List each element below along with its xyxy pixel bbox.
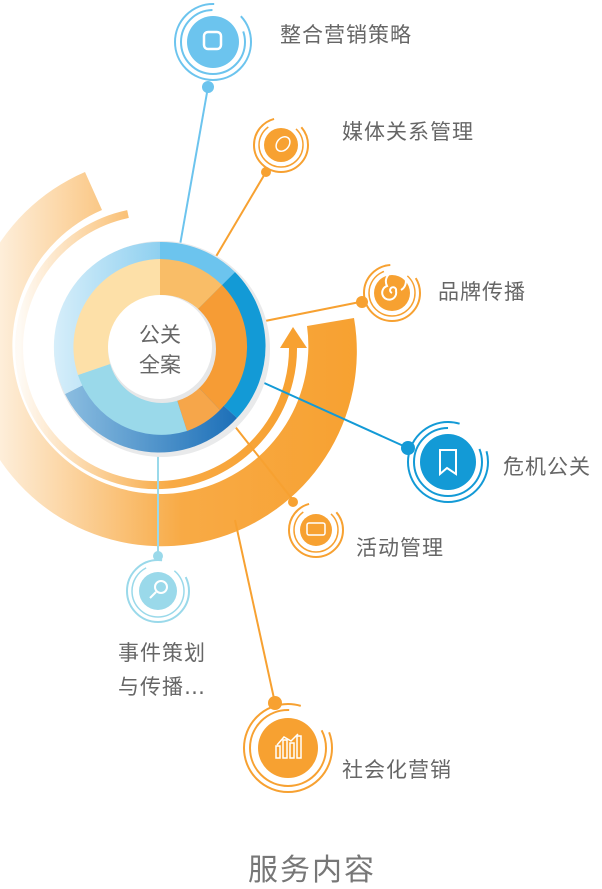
outer-orange-arc [0, 172, 357, 547]
label-crisis-pr: 危机公关 [503, 455, 591, 479]
shield-icon [439, 449, 457, 477]
label-social-marketing: 社会化营销 [342, 758, 452, 782]
bar-chart-icon [275, 733, 302, 759]
label-brand-communication: 品牌传播 [438, 280, 526, 304]
spiral-icon [381, 270, 407, 301]
page-title: 服务内容 [248, 853, 376, 888]
label-event-management: 活动管理 [356, 536, 444, 560]
node-media-relations[interactable] [253, 117, 309, 177]
magnifier-icon [149, 580, 168, 599]
ticket-icon [306, 522, 326, 536]
node-social-marketing[interactable] [243, 696, 333, 793]
square-icon [202, 30, 223, 51]
label-integrated-marketing: 整合营销策略 [280, 23, 412, 47]
label-event-planning-line2: 与传播… [118, 675, 206, 699]
label-event-planning-line1: 事件策划 [118, 641, 206, 665]
node-event-planning[interactable] [126, 551, 190, 623]
label-event-planning: 事件策划 与传播… [118, 636, 206, 704]
node-integrated-marketing[interactable] [174, 3, 252, 93]
center-label-line1: 公关 [139, 323, 181, 347]
thin-arc [15, 210, 298, 490]
node-brand-communication[interactable] [356, 264, 421, 322]
center-donut [53, 241, 270, 457]
label-media-relations: 媒体关系管理 [342, 120, 474, 144]
microphone-icon [275, 136, 291, 152]
center-label: 公关 全案 [118, 320, 202, 380]
node-event-management[interactable] [288, 497, 344, 558]
center-label-line2: 全案 [139, 353, 181, 377]
arrow-head-icon [280, 327, 307, 348]
node-crisis-pr[interactable] [401, 421, 489, 503]
